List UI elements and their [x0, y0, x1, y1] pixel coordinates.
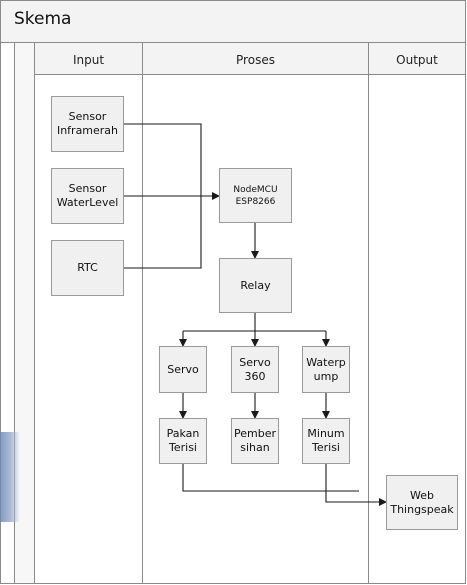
node-nodemcu-esp8266: NodeMCU ESP8266 — [219, 168, 292, 223]
connector-minum-to-web — [325, 464, 387, 506]
node-servo-360: Servo 360 — [231, 346, 279, 393]
node-pakan-terisi: Pakan Terisi — [159, 418, 207, 464]
lane-header-input: Input — [72, 53, 105, 67]
lane-header-row — [34, 42, 466, 75]
diagram-title: Skema — [14, 9, 72, 29]
node-pembersihan: Pember sihan — [231, 418, 279, 464]
node-relay: Relay — [219, 258, 292, 313]
title-bar — [0, 0, 466, 43]
node-sensor-waterlevel: Sensor WaterLevel — [51, 168, 124, 224]
lane-header-proses: Proses — [236, 53, 275, 67]
connector-inframerah-to-nodemcu — [124, 123, 202, 196]
connector-pakan-to-web — [182, 464, 359, 492]
node-sensor-inframerah: Sensor Inframerah — [51, 96, 124, 152]
node-servo: Servo — [159, 346, 207, 393]
background-blur-artifact — [0, 432, 20, 522]
node-minum-terisi: Minum Terisi — [302, 418, 350, 464]
node-web-thingspeak: Web Thingspeak — [386, 475, 458, 530]
node-rtc: RTC — [51, 240, 124, 296]
connector-rtc-to-nodemcu — [124, 196, 202, 269]
node-waterpump: Waterp ump — [302, 346, 350, 393]
lane-header-output: Output — [396, 53, 438, 67]
